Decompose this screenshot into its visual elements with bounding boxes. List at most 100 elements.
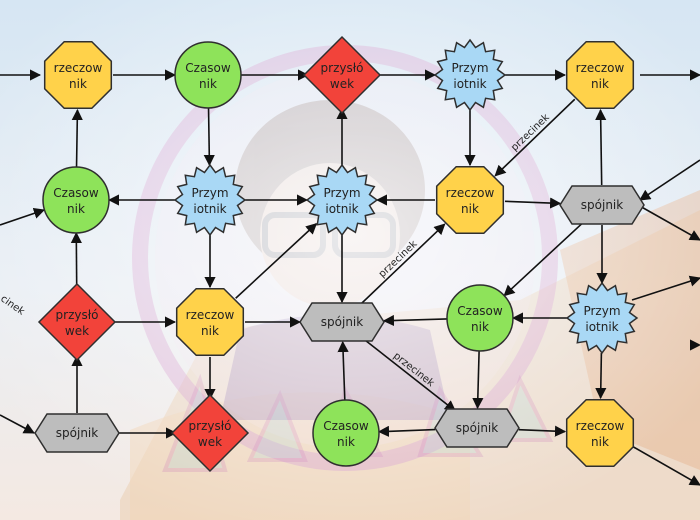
node-label: iotnik (453, 77, 486, 91)
node-shape-circle (446, 284, 514, 352)
edge-C4-S2 (337, 340, 349, 401)
node-shape-rzeczownik (435, 165, 505, 235)
nodes-layer: rzeczownikCzasownikprzysłówekPrzymiotnik… (34, 35, 645, 473)
node-label: rzeczow (186, 308, 235, 322)
node-label: nik (471, 320, 489, 334)
node-czasownik[interactable]: Czasow nik (312, 399, 380, 467)
edge-label-przecinek: przecinek (377, 239, 420, 280)
node-label: przysłó (189, 419, 232, 433)
node-shape-rzeczownik (565, 398, 635, 468)
node-label: Przym (583, 304, 620, 318)
edge-offscreen-2 (0, 207, 46, 226)
node-czasownik[interactable]: Czasow nik (446, 284, 514, 352)
edge-offscreen-3 (637, 204, 700, 241)
edge-label-przecinek: przecinek (509, 112, 552, 154)
edge-offscreen-6 (0, 414, 35, 434)
node-label: wek (330, 77, 354, 91)
node-shape-rzeczownik (565, 40, 635, 110)
node-shape-rzeczownik (175, 287, 245, 357)
node-czasownik[interactable]: Czasow nik (42, 166, 110, 234)
node-shape-przymiotnik (565, 281, 639, 355)
edge-C2-R1 (71, 108, 83, 168)
edge-C1-P2 (203, 107, 215, 167)
node-label: rzeczow (576, 61, 625, 75)
node-shape-spojnik (299, 302, 385, 342)
node-przymiotnik[interactable]: Przym iotnik (565, 281, 639, 355)
node-label: rzeczow (54, 61, 103, 75)
node-spojnik[interactable]: spójnik (34, 413, 120, 453)
node-label: rzeczow (446, 186, 495, 200)
node-label: przysłó (56, 308, 99, 322)
edge-S4-C4 (377, 425, 436, 437)
edge-S4-R5 (518, 425, 567, 437)
edge-P4-R5 (595, 352, 607, 400)
edge-S1-R2 (595, 108, 607, 186)
node-label: spójnik (456, 421, 498, 435)
node-shape-circle (312, 399, 380, 467)
edges-layer (70, 69, 608, 439)
node-spojnik[interactable]: spójnik (434, 408, 520, 448)
edge-S1-C3 (503, 222, 584, 297)
node-label: rzeczow (576, 419, 625, 433)
node-czasownik[interactable]: Czasow nik (174, 41, 242, 109)
node-label: iotnik (325, 202, 358, 216)
node-label: Czasow (53, 186, 99, 200)
node-przymiotnik[interactable]: Przym iotnik (173, 163, 247, 237)
node-shape-przyslowek (170, 393, 250, 473)
node-label: Przym (323, 186, 360, 200)
node-shape-spojnik (434, 408, 520, 448)
node-label: spójnik (321, 315, 363, 329)
node-label: przysłó (321, 61, 364, 75)
node-shape-przyslowek (302, 35, 382, 115)
node-label: Czasow (323, 419, 369, 433)
edge-R2-R3 (494, 98, 576, 177)
node-rzeczownik[interactable]: rzeczow nik (43, 40, 113, 110)
edge-S2-S4 (363, 338, 457, 412)
node-shape-przymiotnik (173, 163, 247, 237)
node-label: nik (199, 77, 217, 91)
node-spojnik[interactable]: spójnik (559, 185, 645, 225)
node-label: spójnik (581, 198, 623, 212)
node-label: nik (69, 77, 87, 91)
node-spojnik[interactable]: spójnik (299, 302, 385, 342)
node-przyslowek[interactable]: przysłó wek (170, 393, 250, 473)
node-przyslowek[interactable]: przysłó wek (37, 282, 117, 362)
node-label: nik (591, 77, 609, 91)
node-label: nik (591, 435, 609, 449)
node-rzeczownik[interactable]: rzeczow nik (565, 398, 635, 468)
node-label: Czasow (185, 61, 231, 75)
node-label: wek (65, 324, 89, 338)
edges-offscreen-layer (0, 69, 700, 486)
edge-S2-R3 (360, 223, 446, 305)
node-shape-przymiotnik (305, 163, 379, 237)
edge-offscreen-5 (639, 159, 700, 201)
node-label: iotnik (193, 202, 226, 216)
node-label: Przym (191, 186, 228, 200)
edge-R3-S1 (504, 197, 562, 209)
edge-C3-S4 (472, 350, 484, 410)
edge-C3-S2 (382, 314, 448, 327)
node-shape-przyslowek (37, 282, 117, 362)
edge-offscreen-4 (631, 275, 700, 301)
node-shape-rzeczownik (43, 40, 113, 110)
node-label: iotnik (585, 320, 618, 334)
node-rzeczownik[interactable]: rzeczow nik (565, 40, 635, 110)
node-label: nik (67, 202, 85, 216)
edge-label-cinek: cinek (0, 293, 27, 317)
node-przyslowek[interactable]: przysłó wek (302, 35, 382, 115)
node-shape-circle (174, 41, 242, 109)
edge-offscreen-7 (629, 444, 700, 486)
node-label: nik (461, 202, 479, 216)
node-label: Czasow (457, 304, 503, 318)
node-shape-circle (42, 166, 110, 234)
edge-R4-P3 (235, 222, 318, 299)
node-rzeczownik[interactable]: rzeczow nik (435, 165, 505, 235)
node-label: wek (198, 435, 222, 449)
node-przymiotnik[interactable]: Przym iotnik (305, 163, 379, 237)
node-shape-przymiotnik (433, 38, 507, 112)
node-shape-spojnik (34, 413, 120, 453)
node-shape-spojnik (559, 185, 645, 225)
node-label: nik (337, 435, 355, 449)
